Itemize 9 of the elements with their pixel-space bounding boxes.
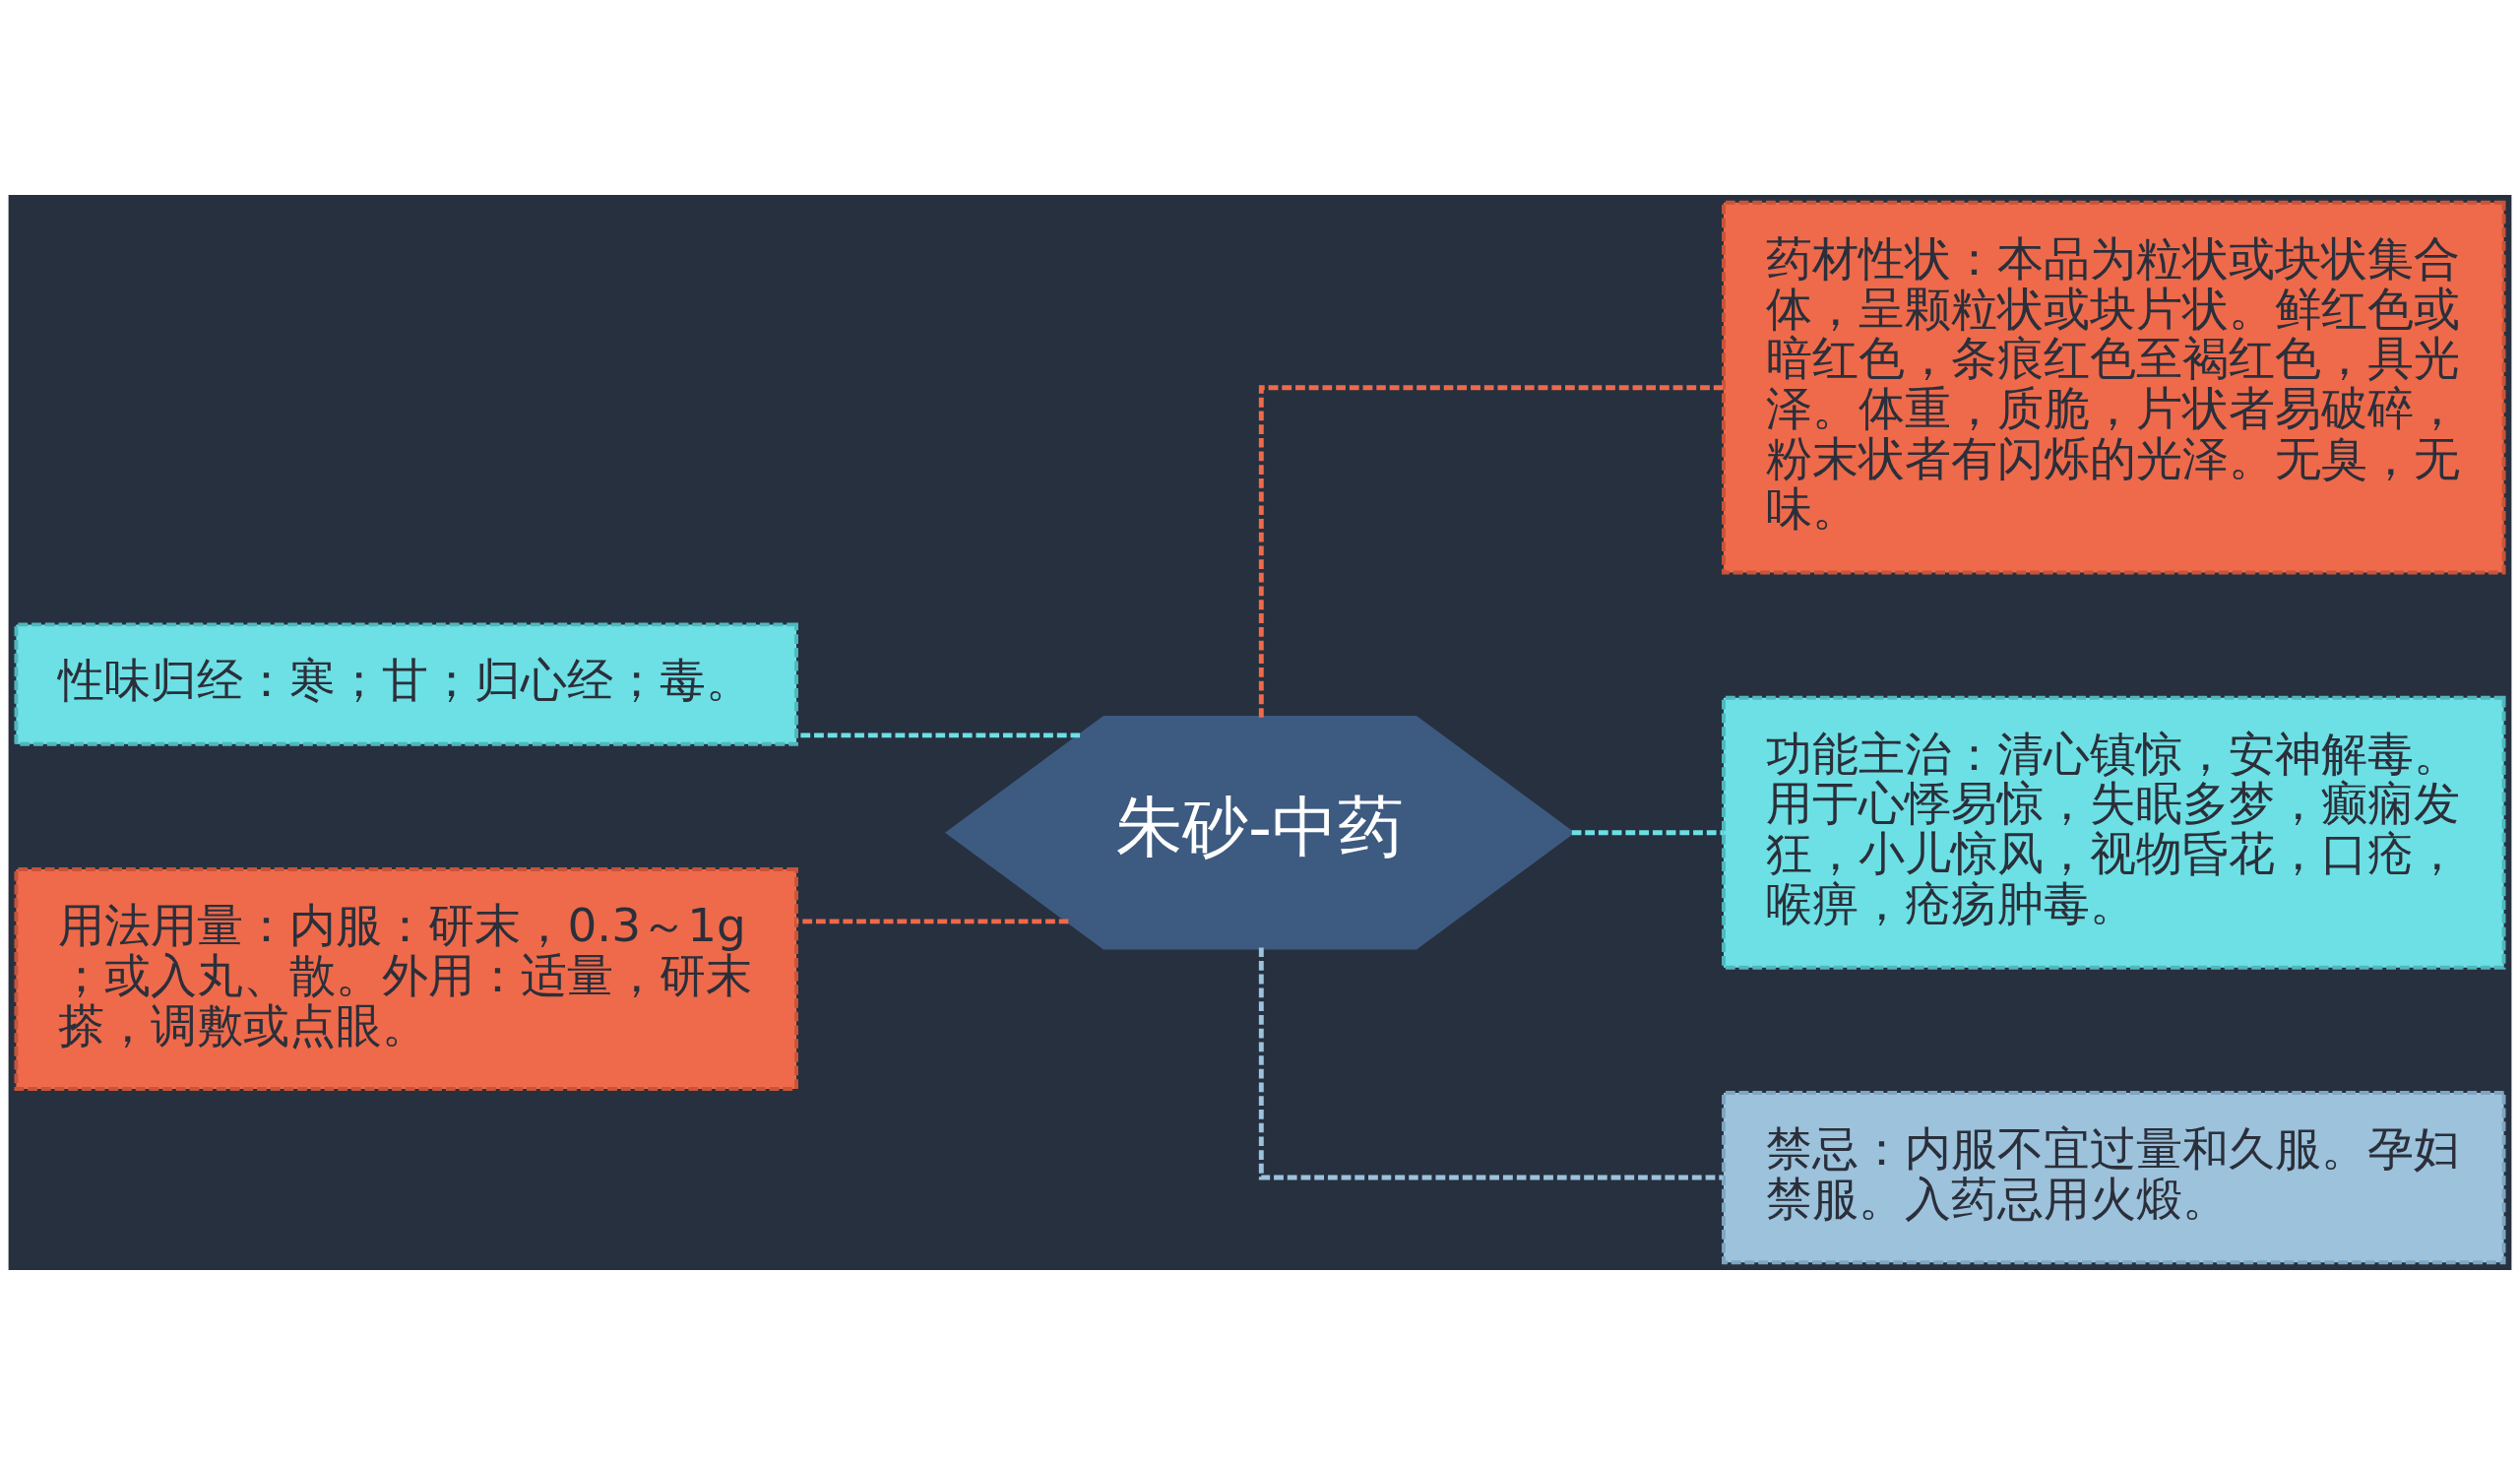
node-box: 禁忌：内服不宜过量和久服。孕妇禁服。入药忌用火煅。 — [1722, 1090, 2506, 1264]
connector — [796, 918, 1069, 923]
connector — [1258, 946, 1724, 1179]
connector — [1258, 384, 1724, 718]
node-box: 用法用量：内服：研末，0.3～1g；或入丸、散。外用：适量，研末搽，调敷或点眼。 — [14, 866, 798, 1091]
node-box: 性味归经：寒；甘；归心经；毒。 — [14, 621, 798, 746]
node-box: 功能主治：清心镇惊，安神解毒。用于心悸易惊，失眠多梦，癫痫发狂，小儿惊风，视物昏花，口疮，喉痹，疮疡肿毒。 — [1722, 695, 2506, 970]
connector — [1571, 829, 1724, 835]
node-box: 药材性状：本品为粒状或块状集合体，呈颗粒状或块片状。鲜红色或暗红色，条痕红色至褐红色，具光泽。体重，质脆，片状者易破碎，粉末状者有闪烁的光泽。无臭，无味。 — [1722, 200, 2506, 575]
